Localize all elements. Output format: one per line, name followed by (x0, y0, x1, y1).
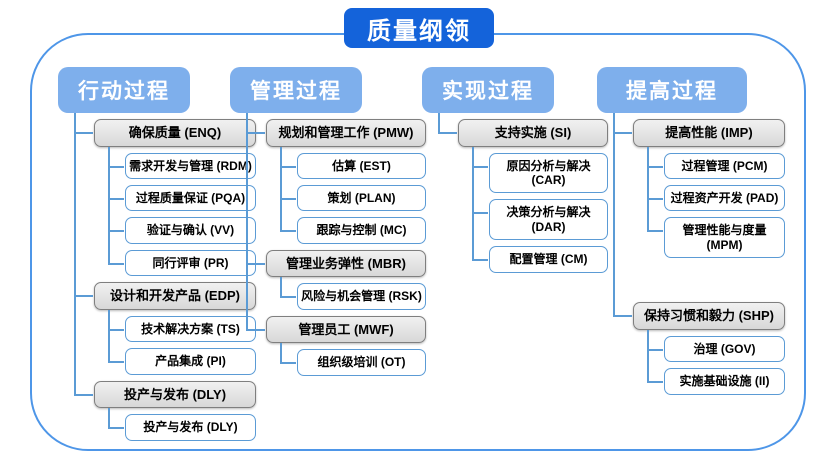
process-area-node: 实施基础设施 (II) (664, 368, 785, 395)
process-area-node: 产品集成 (PI) (125, 348, 256, 375)
process-column: 行动过程确保质量 (ENQ) 需求开发与管理 (RDM) 过程质量保证 (PQA) 验… (58, 67, 256, 441)
process-area-node: 投产与发布 (DLY) (125, 414, 256, 441)
process-area-node: 过程资产开发 (PAD) (664, 184, 785, 212)
process-area-node: 管理性能与度量 (MPM) (664, 217, 785, 259)
column-header: 提高过程 (597, 67, 747, 113)
diagram-title: 质量纲领 (344, 8, 494, 48)
column-header: 实现过程 (422, 67, 554, 113)
process-area-node: 原因分析与解决 (CAR) (489, 152, 608, 194)
group-node: 投产与发布 (DLY) (94, 380, 256, 409)
group-node: 支持实施 (SI) (458, 119, 608, 147)
process-area-node: 组织级培训 (OT) (297, 349, 426, 376)
process-area-node: 决策分析与解决 (DAR) (489, 199, 608, 241)
process-area-node: 过程质量保证 (PQA) (125, 184, 256, 212)
process-area-node: 跟踪与控制 (MC) (297, 217, 426, 244)
group-node: 规划和管理工作 (PMW) (266, 119, 426, 147)
process-area-node: 风险与机会管理 (RSK) (297, 283, 426, 310)
group-node: 管理业务弹性 (MBR) (266, 249, 426, 278)
group-node: 保持习惯和毅力 (SHP) (633, 302, 785, 330)
process-area-node: 策划 (PLAN) (297, 184, 426, 212)
process-area-node: 技术解决方案 (TS) (125, 315, 256, 343)
process-area-node: 过程管理 (PCM) (664, 152, 785, 179)
process-area-node: 验证与确认 (VV) (125, 217, 256, 244)
column-header: 管理过程 (230, 67, 362, 113)
process-column: 实现过程支持实施 (SI) 原因分析与解决 (CAR) 决策分析与解决 (DAR) 配… (422, 67, 608, 273)
process-area-node: 配置管理 (CM) (489, 246, 608, 273)
process-area-node: 估算 (EST) (297, 152, 426, 179)
process-area-node: 治理 (GOV) (664, 335, 785, 363)
group-node: 设计和开发产品 (EDP) (94, 282, 256, 310)
group-node: 提高性能 (IMP) (633, 119, 785, 147)
group-node: 管理员工 (MWF) (266, 315, 426, 344)
process-column: 管理过程规划和管理工作 (PMW) 估算 (EST) 策划 (PLAN) 跟踪与控制 … (230, 67, 426, 376)
column-header: 行动过程 (58, 67, 190, 113)
group-node: 确保质量 (ENQ) (94, 119, 256, 147)
process-column: 提高过程提高性能 (IMP) 过程管理 (PCM) 过程资产开发 (PAD) 管理性能… (597, 67, 785, 395)
process-area-node: 需求开发与管理 (RDM) (125, 152, 256, 179)
